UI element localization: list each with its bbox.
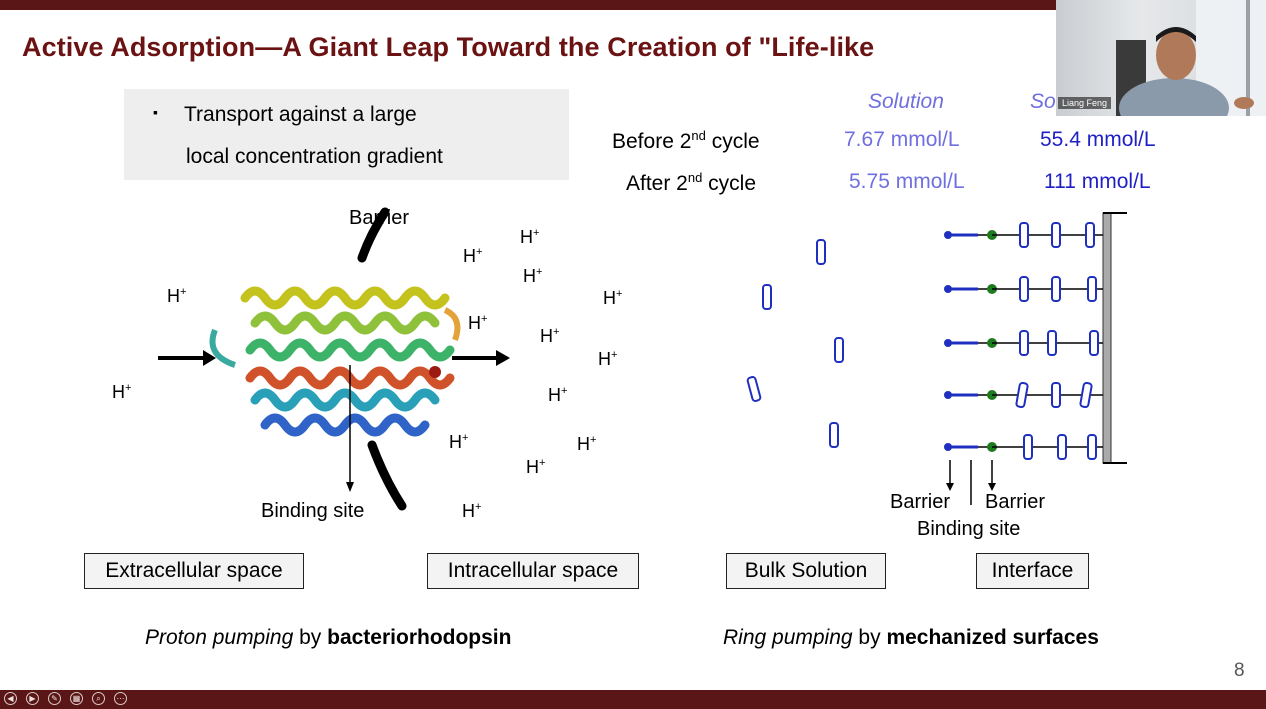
table-header-solution: Solution [868,90,944,113]
free-rings [746,239,844,448]
participant-name: Liang Feng [1058,97,1112,109]
table-cell-solution-after: 5.75 mmol/L [849,170,965,193]
zoom-icon[interactable]: ⌕ [92,692,105,705]
arrow-out-head [496,350,510,366]
more-icon[interactable]: ⋯ [114,692,127,705]
pen-icon[interactable]: ✎ [48,692,61,705]
surface-wall [1102,212,1112,464]
bullet-marker: ▪ [153,104,158,120]
bottom-bar [0,690,1266,709]
proton-label: H+ [526,457,546,477]
axle-rows [944,222,1103,460]
surface-barrier-left: Barrier [890,491,951,513]
proton-label: H+ [603,288,623,308]
table-header-surface: So [1030,90,1056,113]
page-number: 8 [1234,660,1245,681]
surface-pointer-heads [946,483,996,491]
table-row-label-before: Before 2nd cycle [612,128,760,153]
mechanized-surface-figure [746,212,1127,505]
barrier-arc-bottom [367,440,407,511]
proton-label: H+ [520,227,540,247]
bullet-text-line2: local concentration gradient [186,145,443,168]
table-cell-solution-before: 7.67 mmol/L [844,128,960,151]
proton-label: H+ [112,382,132,402]
top-border-bar [0,0,1266,10]
previous-icon[interactable]: ◀ [4,692,17,705]
caption-left: Proton pumping by bacteriorhodopsin [145,626,512,649]
surface-binding-site: Binding site [917,518,1021,540]
proton-label: H+ [468,313,488,333]
proton-label: H+ [463,246,483,266]
bullet-text-line1: Transport against a large [184,103,417,126]
bullet-box [124,89,569,180]
loop-orange [443,307,461,342]
arrow-in-head [203,350,216,366]
retinal-site [429,366,441,378]
slides-icon[interactable]: ▦ [70,692,83,705]
proton-label: H+ [449,432,469,452]
surface-barrier-right: Barrier [985,491,1046,513]
bacteriorhodopsin-figure [158,207,510,511]
proton-label: H+ [577,434,597,454]
proton-label: H+ [523,266,543,286]
proton-label: H+ [548,385,568,405]
protein-helices [240,286,455,437]
table-cell-surface-before: 55.4 mmol/L [1040,128,1156,151]
video-feed [1116,0,1266,116]
table-cell-surface-after: 111 mmol/L [1044,170,1151,193]
surface-pointers [949,460,993,505]
video-thumbnail[interactable]: Liang Feng [1056,0,1266,116]
proton-label: H+ [167,286,187,306]
caption-right: Ring pumping by mechanized surfaces [723,626,1099,649]
proton-label: H+ [598,349,618,369]
table-row-label-after: After 2nd cycle [626,170,757,195]
binding-site-label: Binding site [261,500,365,522]
box-interface: Interface [976,553,1089,589]
box-intracellular-space: Intracellular space [427,553,639,589]
binding-site-pointer-head [346,482,354,492]
surface-wall-edges [1103,212,1127,464]
barrier-arc-top [357,207,390,263]
proton-label: H+ [540,326,560,346]
slide-title: Active Adsorption—A Giant Leap Toward th… [22,32,875,62]
box-bulk-solution: Bulk Solution [726,553,886,589]
box-extracellular-space: Extracellular space [84,553,304,589]
loop-teal [209,328,237,368]
proton-label: H+ [462,501,482,521]
barrier-label: Barrier [349,207,410,229]
next-icon[interactable]: ▶ [26,692,39,705]
